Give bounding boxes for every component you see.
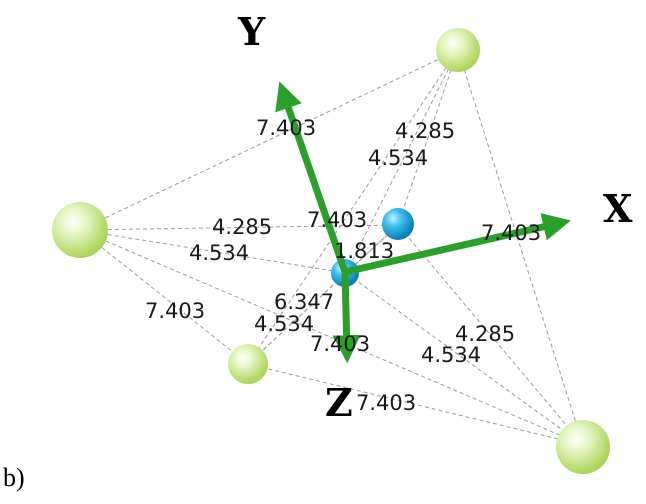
bond-line	[247, 363, 584, 446]
distance-labels: 7.403 4.285 4.534 4.285 7.403 7.403 1.81…	[145, 116, 541, 415]
x-axis-label: X	[603, 186, 633, 231]
x-axis-arrow	[341, 213, 571, 276]
distance-label: 7.403	[307, 208, 367, 232]
bond-lines	[79, 49, 584, 446]
distance-label: 4.534	[421, 343, 481, 367]
distance-label: 1.813	[334, 239, 394, 263]
inner-atom-right	[382, 208, 414, 240]
outer-atom-bottom-left	[228, 344, 268, 384]
bond-line	[247, 272, 347, 365]
distance-label: 4.534	[254, 312, 314, 336]
distance-label: 4.285	[395, 119, 455, 143]
outer-atom-left	[52, 202, 108, 258]
outer-atom-top	[436, 28, 480, 72]
distance-label: 4.534	[189, 241, 249, 265]
outer-atom-bottom-right	[556, 420, 610, 474]
bond-line	[79, 229, 347, 274]
y-axis-label: Y	[237, 9, 266, 54]
panel-label: b)	[3, 463, 25, 492]
bond-line	[457, 49, 584, 446]
bond-line	[397, 49, 459, 226]
distance-label: 7.403	[256, 116, 316, 140]
bond-line	[397, 224, 584, 446]
distance-label: 4.534	[368, 146, 428, 170]
outer-atoms	[52, 28, 610, 474]
z-axis-label: Z	[325, 380, 353, 425]
bond-line	[79, 229, 249, 365]
bond-line	[79, 229, 584, 446]
distance-label: 7.403	[310, 332, 370, 356]
distance-label: 7.403	[481, 221, 541, 245]
y-axis-arrow	[275, 81, 349, 276]
z-axis-arrow	[332, 268, 361, 364]
distance-label: 7.403	[145, 299, 205, 323]
distance-label: 7.403	[356, 391, 416, 415]
distance-label: 4.285	[212, 215, 272, 239]
distance-label: 6.347	[274, 290, 334, 314]
bond-line	[247, 224, 399, 365]
distance-label: 4.285	[455, 322, 515, 346]
axis-arrows	[275, 81, 571, 364]
